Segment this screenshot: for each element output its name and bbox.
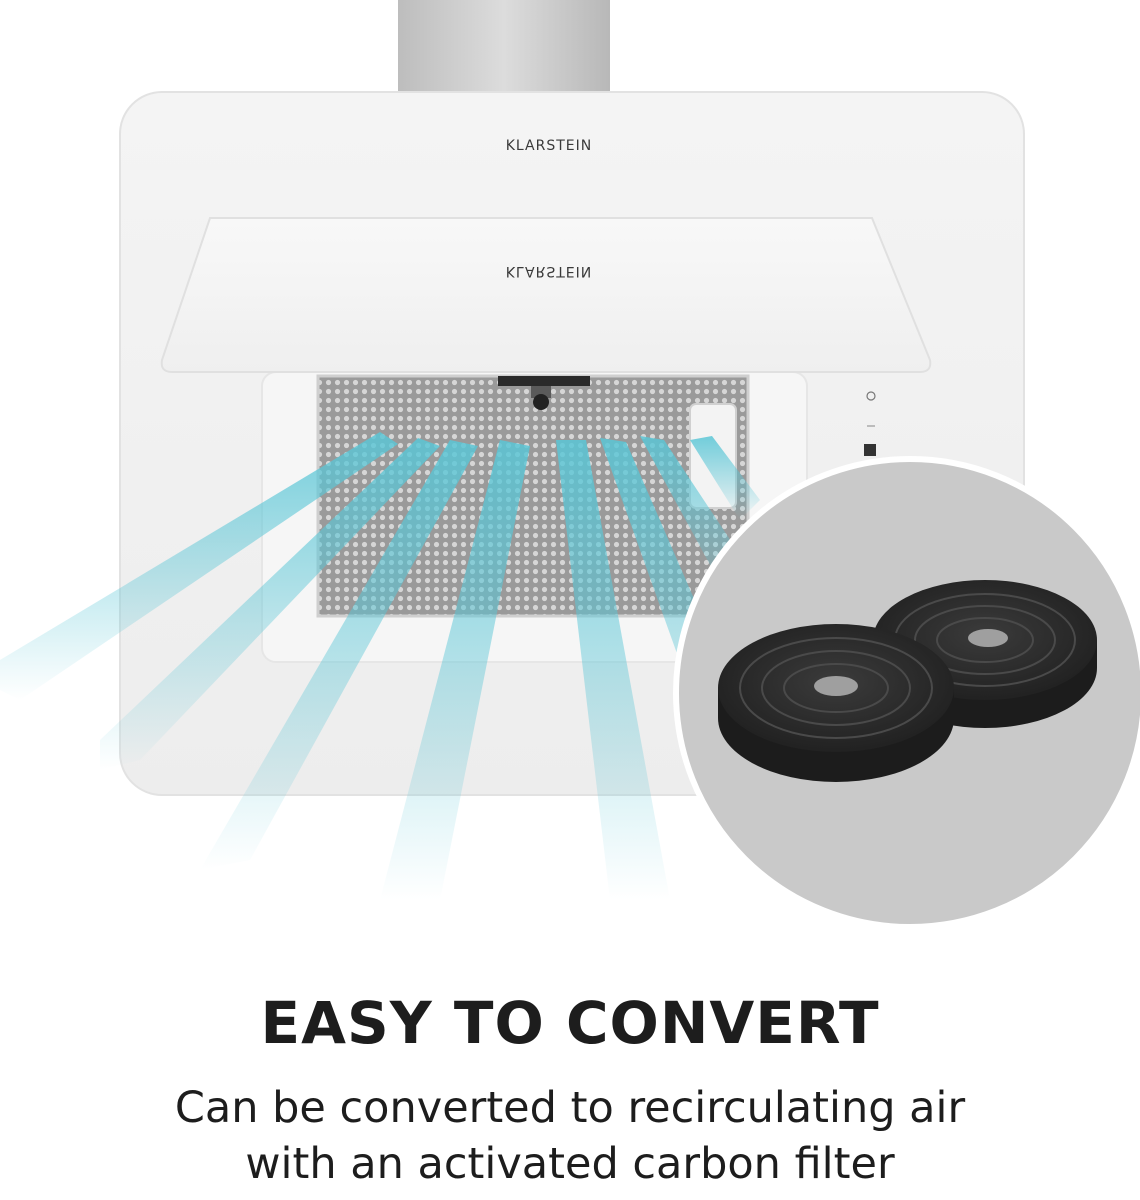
hood-canopy bbox=[160, 217, 932, 373]
airflow-beam bbox=[380, 440, 530, 900]
airflow-beam bbox=[556, 440, 670, 900]
airflow-beam bbox=[200, 440, 478, 870]
chimney bbox=[398, 0, 610, 92]
airflow-beams bbox=[0, 432, 790, 900]
airflow-beam bbox=[100, 438, 440, 770]
display-indicator bbox=[864, 444, 876, 456]
description-line-1: Can be converted to recirculating air bbox=[174, 1083, 966, 1133]
carbon-filter-front bbox=[718, 624, 954, 782]
airflow-beam bbox=[690, 436, 760, 520]
brand-logo-mirrored: KLARSTEIN bbox=[506, 263, 593, 279]
headline: EASY TO CONVERT bbox=[260, 989, 880, 1057]
power-icon bbox=[866, 391, 876, 401]
light-fixture bbox=[498, 376, 590, 386]
airflow-beam bbox=[0, 432, 398, 700]
light-bulb bbox=[533, 394, 549, 410]
description: Can be converted to recirculating air wi… bbox=[0, 1080, 1140, 1192]
brand-logo-top: KLARSTEIN bbox=[506, 138, 593, 154]
light-stem bbox=[531, 386, 551, 398]
description-line-2: with an activated carbon filter bbox=[245, 1139, 895, 1189]
